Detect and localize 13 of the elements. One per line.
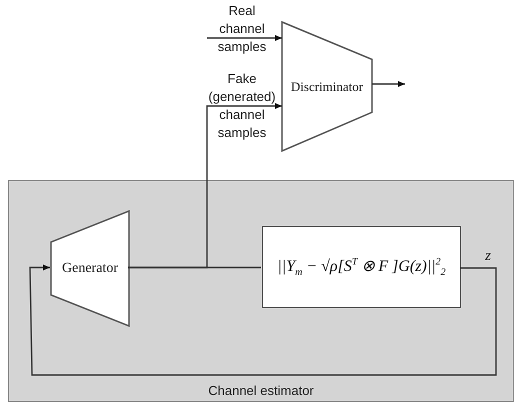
estimator-panel — [8, 180, 514, 402]
network-trapezoid — [51, 211, 129, 326]
block-label: Generator — [62, 260, 118, 276]
edge-label: Real channel samples — [216, 2, 268, 56]
block-label: Discriminator — [290, 78, 364, 94]
edge-label: Fake (generated) channel samples — [207, 70, 277, 142]
edge-label: z — [484, 247, 492, 265]
connector-arrow — [372, 81, 405, 87]
panel-title: Channel estimator — [207, 383, 315, 398]
connector-arrow — [207, 35, 282, 41]
connector-arrow — [29, 264, 497, 376]
network-trapezoid — [282, 22, 372, 151]
formula-box — [262, 226, 461, 308]
